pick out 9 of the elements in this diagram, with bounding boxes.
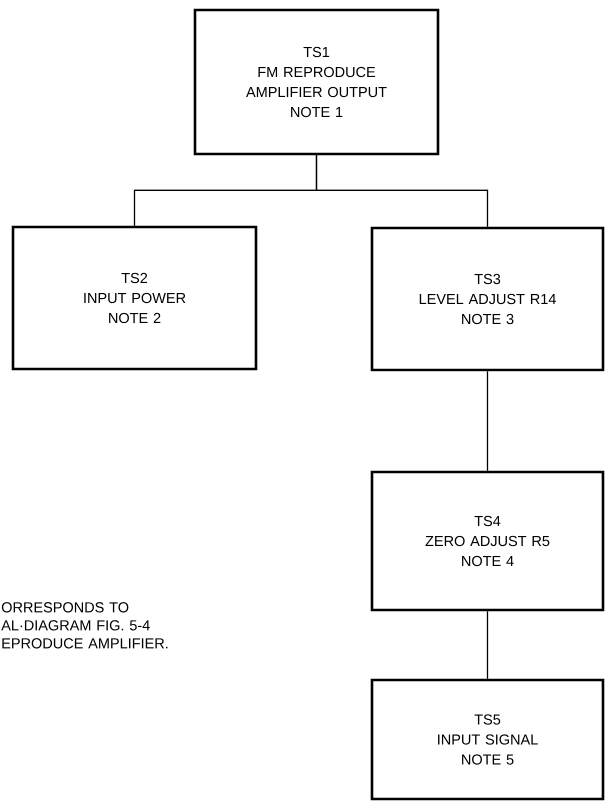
process-box: TS1 FM REPRODUCE AMPLIFIER OUTPUT NOTE 1: [194, 8, 440, 156]
process-box: TS3 LEVEL ADJUST R14 NOTE 3: [370, 226, 604, 372]
connector-line: [486, 611, 488, 679]
process-box: TS2 INPUT POWER NOTE 2: [12, 226, 258, 370]
connector-line: [486, 371, 488, 471]
note-text: ORRESPONDS TO AL·DIAGRAM FIG. 5-4 EPRODUCE AMPLIFIER.: [1, 602, 168, 648]
process-box: TS4 ZERO ADJUST R5 NOTE 4: [370, 470, 604, 612]
connector-line: [316, 155, 488, 227]
process-box: TS5 INPUT SIGNAL NOTE 5: [370, 678, 604, 800]
